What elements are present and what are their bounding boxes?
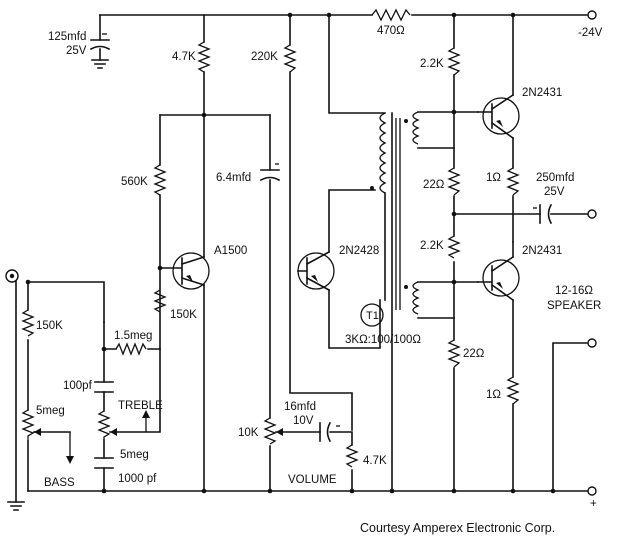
speaker-terminal-bottom [587,486,597,496]
label-r47k-bot: 4.7K [363,455,387,467]
label-c125-v: 25V [66,45,87,57]
label-r1-top: 1Ω [486,172,501,184]
supply-terminal [587,10,597,20]
resistor-22-top [447,167,461,196]
credit-line: Courtesy Amperex Electronic Corp. [360,521,555,535]
label-t1: T1 [366,310,379,322]
label-q-bot: 2N2431 [522,245,562,257]
resistor-220k [283,44,297,73]
label-volume: VOLUME [288,474,337,486]
label-r220k: 220K [251,51,278,63]
label-vol-pot: 10K [238,427,259,439]
label-c125: 125mfd [48,31,86,43]
resistor-1-5meg [115,342,147,356]
label-r47k: 4.7K [172,51,196,63]
label-r15meg: 1.5meg [114,330,152,342]
label-t1-spec: 3KΩ:100/100Ω [345,334,421,346]
resistor-1-top [506,167,520,196]
transistor-2n2428 [297,250,335,292]
label-speaker-ohms: 12-16Ω [555,285,593,297]
resistor-560k [153,164,167,196]
label-r22k-mid: 2.2K [420,240,444,252]
resistor-150k [153,289,167,313]
label-r1-bot: 1Ω [486,389,501,401]
capacitors [89,33,553,469]
resistor-4k7-bot [345,444,359,468]
label-bass-pot: 5meg [36,405,65,417]
label-r560k: 560K [121,176,148,188]
label-r22-top: 22Ω [423,179,445,191]
label-r150k-left: 150K [36,320,63,332]
transistor-a1500 [159,252,210,290]
label-c100pf: 100pf [63,380,93,392]
resistor-150k-left [21,309,35,337]
resistor-22-bot [447,339,461,368]
label-q-top: 2N2431 [522,87,562,99]
resistor-4k7-top [197,41,211,73]
label-c16-v: 10V [293,415,314,427]
transformers [360,111,420,327]
label-c1000pf: 1000 pf [118,473,157,485]
resistor-2k2-top [447,47,461,76]
volume-pot [263,417,277,445]
resistor-470 [371,8,411,22]
label-r470: 470Ω [377,25,405,37]
treble-pot [97,410,111,440]
label-supply: -24V [578,27,603,39]
output-terminal [587,209,597,219]
label-speaker: SPEAKER [547,300,601,312]
label-2n2428: 2N2428 [339,245,379,257]
label-c16: 16mfd [284,401,316,413]
transistors [159,93,520,302]
label-treble: TREBLE [118,400,163,412]
transistor-2n2431-top [477,93,520,140]
wires [15,14,591,503]
terminals [5,10,597,511]
bass-pot [21,409,35,439]
label-r22-bot: 22Ω [463,348,485,360]
junctions [25,12,556,494]
label-c250: 250mfd [536,172,574,184]
speaker-terminal-top [587,338,597,348]
label-r22k-top: 2.2K [420,58,444,70]
label-r150k: 150K [170,309,197,321]
label-plus: + [590,498,597,510]
component-labels: 125mfd 25V 4.7K 220K 470Ω -24V 2.2K 2N24… [36,25,603,535]
label-a1500: A1500 [214,245,247,257]
label-bass: BASS [44,477,75,489]
resistor-2k2-mid [447,235,461,259]
resistor-1-bot [506,376,520,405]
label-c64: 6.4mfd [216,172,251,184]
resistors [21,8,520,468]
transistor-2n2431-bot [477,241,520,302]
label-treble-pot: 5meg [120,449,149,461]
label-c250-v: 25V [544,186,565,198]
